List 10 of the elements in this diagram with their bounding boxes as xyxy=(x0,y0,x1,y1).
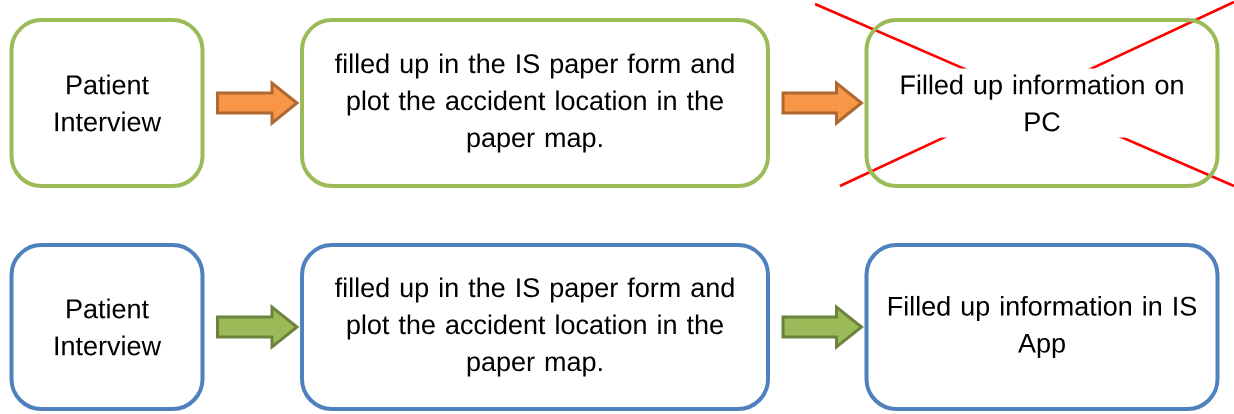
process-box: Filled up information on PC xyxy=(864,18,1220,188)
process-box: filled up in the IS paper form and plot the accident location in the paper map. xyxy=(300,243,770,411)
process-box: filled up in the IS paper form and plot the accident location in the paper map. xyxy=(300,18,770,188)
block-arrow xyxy=(216,303,300,351)
block-arrow xyxy=(781,303,864,351)
block-arrow xyxy=(781,79,864,127)
block-arrow xyxy=(216,79,300,127)
process-box: Patient Interview xyxy=(9,243,205,411)
process-box: Filled up information in IS App xyxy=(864,243,1220,411)
process-box: Patient Interview xyxy=(9,18,205,188)
